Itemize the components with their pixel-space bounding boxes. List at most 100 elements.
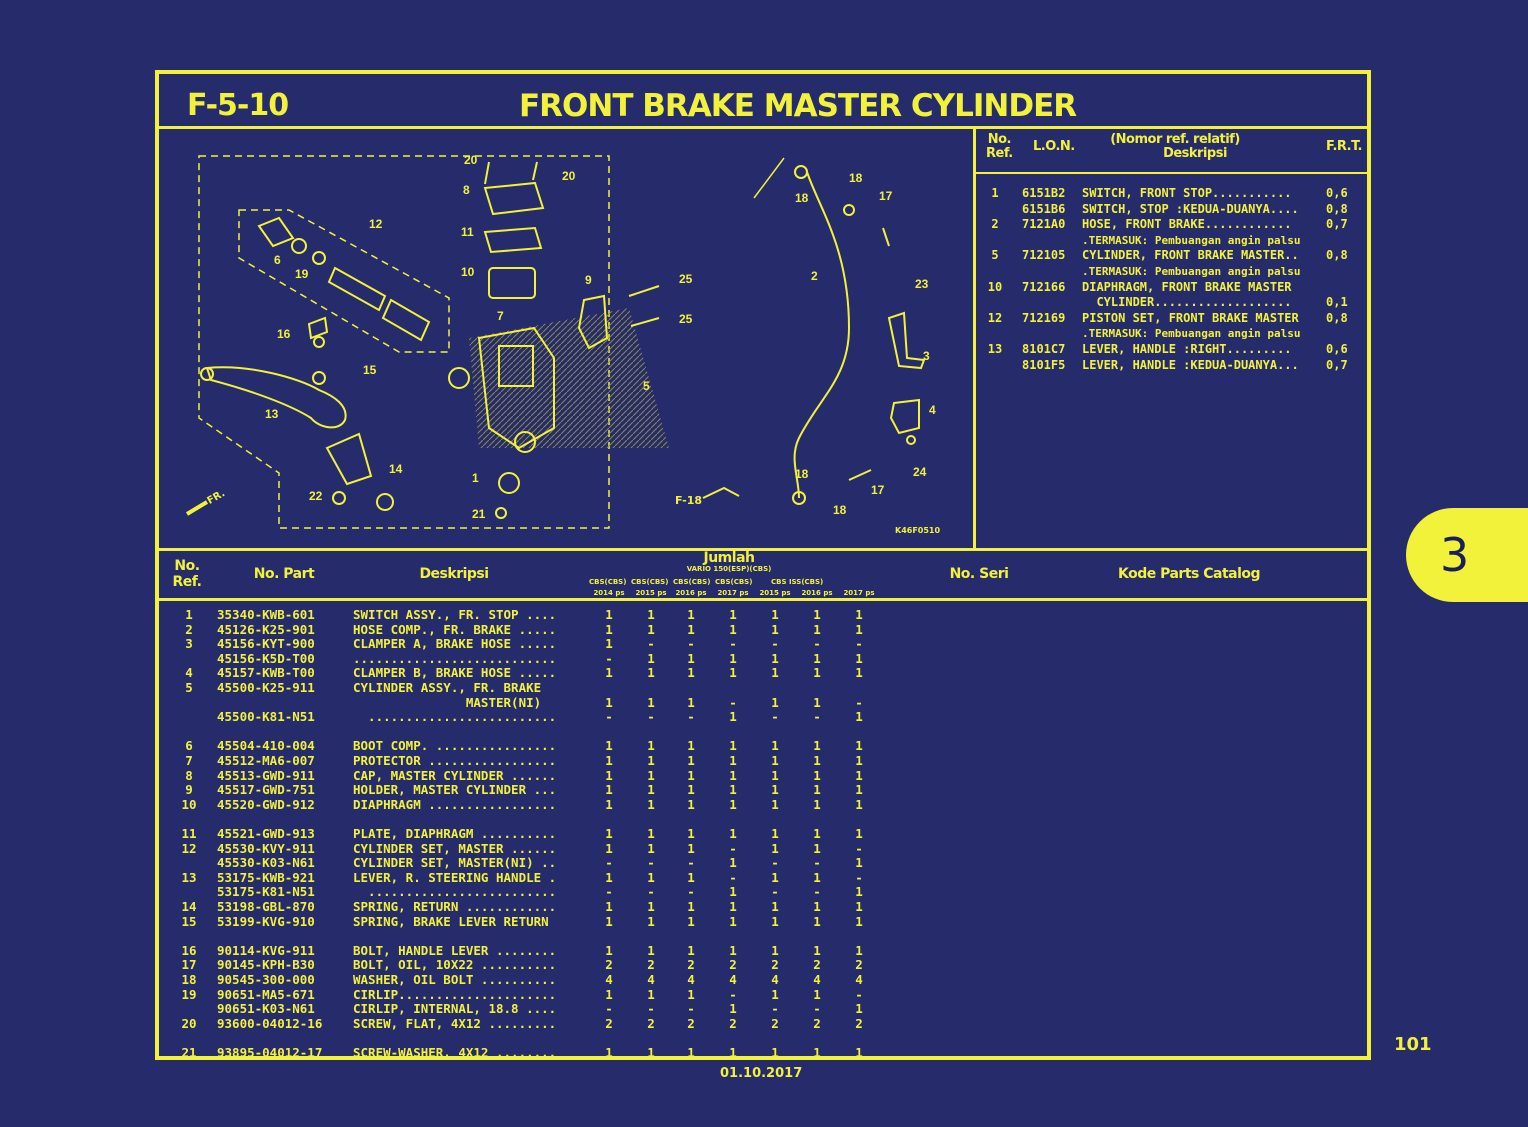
part-qty: 1: [605, 767, 613, 783]
part-number: 45157-KWB-T00: [217, 665, 315, 681]
part-number: 93600-04012-16: [217, 1015, 323, 1031]
part-qty: 1: [605, 738, 613, 754]
part-qty: 1: [647, 738, 655, 754]
callout-label: 1: [472, 471, 479, 485]
part-desc: SCREW, FLAT, 4X12 .........: [353, 1015, 557, 1031]
part-qty: -: [687, 636, 695, 652]
part-qty: 1: [687, 607, 695, 622]
part-desc: CYLINDER SET, MASTER(NI) ..: [353, 855, 557, 871]
part-number: 45530-KVY-911: [217, 840, 315, 856]
part-desc: DIAPHRAGM .................: [353, 796, 557, 812]
brake-hose: [753, 157, 855, 505]
part-number: 45500-K25-911: [217, 680, 315, 695]
lon-ref: 2: [991, 217, 999, 232]
callout-label: 22: [309, 489, 323, 503]
part-qty: 1: [729, 855, 737, 871]
part-number: 45504-410-004: [217, 738, 315, 754]
figure-code: F-5-10: [187, 88, 289, 123]
lon-ref: 13: [987, 342, 1003, 356]
divider: [973, 126, 976, 549]
part-desc: SPRING, RETURN ............: [353, 899, 557, 914]
part-desc: LEVER, R. STEERING HANDLE .: [353, 869, 557, 885]
callout-label: 20: [464, 153, 478, 167]
part-qty: 1: [605, 899, 613, 914]
part-qty: 1: [729, 782, 737, 798]
part-qty: 1: [855, 913, 863, 929]
lon-code-header: L.O.N.: [1033, 139, 1075, 154]
divider: [159, 126, 1367, 129]
part-ref: 15: [181, 913, 197, 929]
divider: [159, 548, 1367, 551]
part-qty: 1: [813, 621, 821, 637]
part-number: 53175-K81-N51: [217, 884, 315, 900]
part-ref: 6: [185, 738, 193, 754]
divider: [976, 172, 1368, 174]
part-qty: 1: [855, 942, 863, 958]
part-desc: CLAMPER B, BRAKE HOSE .....: [353, 665, 557, 681]
lon-desc: SWITCH, STOP :KEDUA-DUANYA....: [1082, 201, 1299, 216]
section-tab[interactable]: 3: [1406, 508, 1528, 602]
part-qty: 1: [771, 869, 779, 885]
part-qty: 1: [647, 767, 655, 783]
part-qty: 1: [855, 753, 863, 768]
part-qty: 1: [647, 1045, 655, 1060]
reference-label: F-18: [675, 494, 703, 507]
part-qty: 1: [771, 840, 779, 856]
part-qty: 1: [855, 607, 863, 622]
part-qty: 1: [729, 607, 737, 622]
part-qty: 1: [771, 767, 779, 783]
lon-frt-header: F.R.T.: [1326, 139, 1362, 154]
part-qty: 2: [813, 957, 821, 973]
lon-code: 712166: [1022, 279, 1066, 294]
table-row: 45156-K5D-T00...........................…: [159, 650, 879, 666]
part-qty: 1: [605, 826, 613, 841]
part-desc: CIRLIP.....................: [353, 986, 557, 1002]
table-row: 53175-K81-N51 .........................-…: [159, 885, 879, 899]
part-qty: 4: [729, 972, 737, 987]
part-qty: 2: [855, 1015, 863, 1031]
part-qty: 1: [605, 986, 613, 1002]
part-qty: 1: [605, 621, 613, 637]
part-qty: 1: [605, 665, 613, 681]
callout-label: 5: [643, 379, 650, 393]
lon-frt: 0,7: [1326, 217, 1348, 232]
page-number: 101: [1394, 1034, 1432, 1055]
part-qty: 1: [771, 1045, 779, 1060]
table-row: 45500-K81-N51 .........................-…: [159, 710, 879, 724]
part-qty: -: [687, 855, 695, 871]
year-header: 2015 ps: [759, 589, 791, 597]
part-desc: WASHER, OIL BOLT ..........: [353, 972, 557, 987]
part-qty: 1: [687, 621, 695, 637]
part-number: 90145-KPH-B30: [217, 957, 315, 973]
part-qty: 1: [647, 753, 655, 768]
part-qty: 4: [855, 972, 863, 987]
part-qty: 1: [687, 782, 695, 798]
part-desc: SPRING, BRAKE LEVER RETURN: [353, 913, 549, 929]
small-fasteners: [185, 227, 916, 519]
part-number: 90651-MA5-671: [217, 986, 315, 1002]
lon-frt: 0,6: [1326, 342, 1348, 356]
lon-note: .TERMASUK: Pembuangan angin palsu: [1082, 265, 1301, 278]
callout-label: 20: [562, 169, 576, 183]
master-cylinder-body: [448, 326, 555, 453]
part-ref: 4: [185, 665, 193, 681]
part-qty: 1: [813, 650, 821, 666]
variant-header: CBS(CBS): [715, 578, 753, 586]
part-qty: 1: [647, 665, 655, 681]
serial-header: No. Seri: [949, 566, 1009, 582]
part-number: 45126-K25-901: [217, 621, 315, 637]
part-qty: 1: [687, 738, 695, 754]
part-qty: -: [855, 636, 863, 652]
lon-ref: 10: [987, 279, 1003, 294]
catalog-frame: F-5-10 FRONT BRAKE MASTER CYLINDER: [155, 70, 1371, 1060]
callout-label: 10: [461, 265, 475, 279]
part-qty: 1: [729, 650, 737, 666]
part-qty: 1: [687, 1045, 695, 1060]
